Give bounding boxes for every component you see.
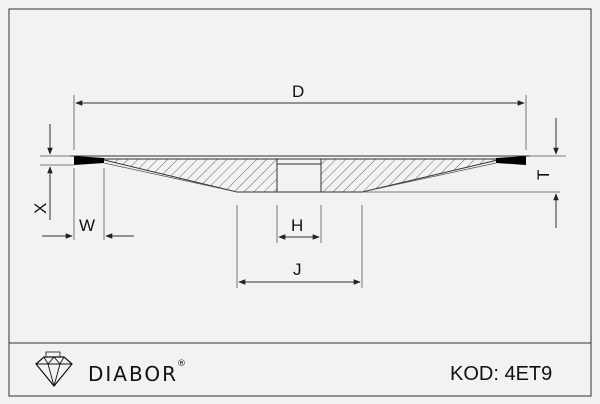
- dimension-label-D: D: [292, 82, 304, 101]
- dimension-T: T: [530, 118, 566, 228]
- wheel-body-right: [320, 158, 503, 193]
- wheel-profile: [40, 155, 560, 193]
- product-code: KOD: 4ET9: [450, 363, 552, 385]
- dimension-label-H: H: [291, 216, 303, 235]
- logo-wordmark: DIABOR: [88, 362, 178, 386]
- drawing-frame: [8, 8, 592, 397]
- diamond-icon: [35, 351, 73, 387]
- abrasive-segment-left: [74, 156, 104, 165]
- dimension-D: D: [73, 82, 527, 150]
- wheel-bore: [276, 163, 322, 193]
- dimension-label-X: X: [31, 203, 50, 214]
- dimension-W: W: [42, 168, 134, 240]
- wheel-body-left: [99, 158, 278, 193]
- dimension-label-J: J: [293, 260, 302, 279]
- dimension-label-W: W: [79, 216, 95, 235]
- logo: DIABOR ®: [35, 351, 186, 387]
- dimension-J: J: [236, 205, 363, 288]
- registered-mark: ®: [177, 359, 186, 369]
- dimension-label-T: T: [534, 170, 553, 180]
- dimension-H: H: [276, 205, 322, 243]
- abrasive-segment-right: [496, 156, 526, 165]
- dimension-X: X: [31, 124, 70, 220]
